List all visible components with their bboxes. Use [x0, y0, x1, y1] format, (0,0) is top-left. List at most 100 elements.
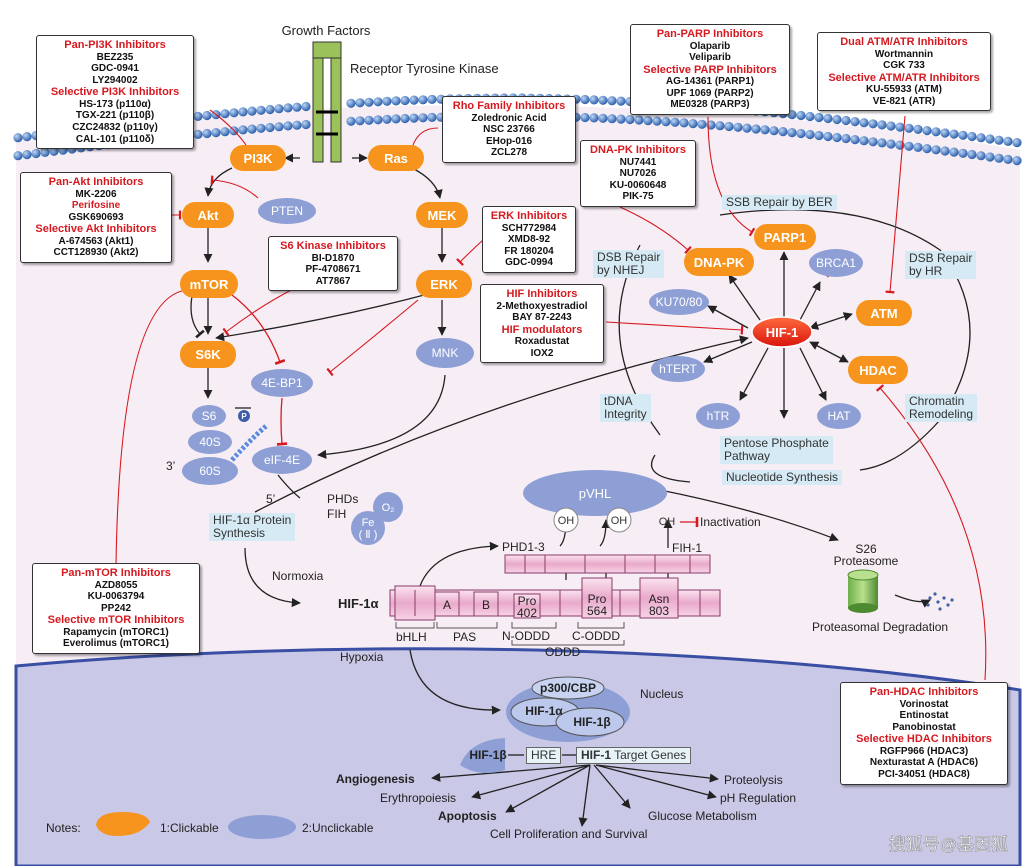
- inhibitor-box-parp[interactable]: Pan-PARP Inhibitors Olaparib Veliparib S…: [630, 24, 790, 115]
- erk-item[interactable]: XMD8-92: [507, 234, 551, 246]
- node-pi3k[interactable]: PI3K: [230, 145, 286, 171]
- node-mek[interactable]: MEK: [416, 202, 468, 228]
- mtor-title2[interactable]: Selective mTOR Inhibitors: [47, 614, 185, 627]
- parp-title[interactable]: Pan-PARP Inhibitors: [656, 28, 764, 40]
- rho-title[interactable]: Rho Family Inhibitors: [452, 100, 566, 112]
- atm-item[interactable]: Wortmannin: [874, 48, 934, 60]
- rho-item[interactable]: ZCL278: [490, 147, 528, 159]
- atm-item[interactable]: CGK 733: [883, 60, 925, 72]
- akt-item[interactable]: MK-2206: [75, 188, 117, 200]
- dnapk-item[interactable]: KU-0060648: [609, 179, 667, 191]
- atm-item[interactable]: KU-55933 (ATM): [866, 84, 942, 96]
- mtor-item[interactable]: PP242: [100, 602, 132, 614]
- node-parp1[interactable]: PARP1: [754, 224, 816, 250]
- hdac-item[interactable]: Nexturastat A (HDAC6): [869, 757, 979, 769]
- atm-title[interactable]: Dual ATM/ATR Inhibitors: [840, 36, 968, 48]
- pi3k-item[interactable]: BEZ235: [96, 51, 134, 63]
- dnapk-item[interactable]: NU7441: [619, 156, 657, 168]
- akt-item[interactable]: A-674563 (Akt1): [58, 235, 134, 247]
- hif-item[interactable]: IOX2: [530, 347, 554, 359]
- dnapk-item[interactable]: NU7026: [619, 168, 657, 180]
- node-akt[interactable]: Akt: [182, 202, 234, 228]
- parp-item[interactable]: Veliparib: [689, 52, 731, 64]
- akt-title2[interactable]: Selective Akt Inhibitors: [35, 223, 157, 236]
- mtor-item[interactable]: KU-0063794: [87, 591, 145, 603]
- akt-item-perifosine[interactable]: Perifosine: [71, 200, 121, 212]
- parp-item[interactable]: Olaparib: [689, 40, 731, 52]
- hif-title2[interactable]: HIF modulators: [501, 323, 583, 336]
- hdac-title[interactable]: Pan-HDAC Inhibitors: [869, 686, 979, 698]
- mtor-item[interactable]: Everolimus (mTORC1): [63, 638, 169, 650]
- node-dnapk[interactable]: DNA-PK: [684, 248, 754, 276]
- legend: [96, 812, 296, 839]
- parp-item[interactable]: UPF 1069 (PARP2): [666, 87, 754, 99]
- hdac-item[interactable]: Vorinostat: [899, 698, 949, 710]
- target-genes-rest: Target Genes: [611, 748, 687, 762]
- atm-item[interactable]: VE-821 (ATR): [872, 95, 936, 107]
- pi3k-item[interactable]: CZC24832 (p110γ): [72, 121, 158, 133]
- membrane-bead: [931, 145, 941, 155]
- hif-item[interactable]: 2-Methoxyestradiol: [496, 300, 588, 312]
- rho-item[interactable]: Zoledronic Acid: [471, 112, 547, 124]
- pi3k-title2[interactable]: Selective PI3K Inhibitors: [50, 86, 180, 99]
- inhibitor-box-pi3k[interactable]: Pan-PI3K Inhibitors BEZ235 GDC-0941 LY29…: [36, 35, 194, 150]
- inhibitor-box-mtor[interactable]: Pan-mTOR Inhibitors AZD8055 KU-0063794 P…: [32, 563, 200, 654]
- atm-title2[interactable]: Selective ATM/ATR Inhibitors: [828, 71, 980, 84]
- pi3k-item[interactable]: CAL-101 (p110δ): [75, 133, 155, 145]
- s6k-item[interactable]: PF-4708671: [305, 264, 361, 276]
- s6k-title[interactable]: S6 Kinase Inhibitors: [280, 240, 386, 252]
- parp-title2[interactable]: Selective PARP Inhibitors: [643, 63, 777, 76]
- pi3k-item[interactable]: HS-173 (p110α): [79, 98, 151, 110]
- akt-item[interactable]: GSK690693: [68, 211, 124, 223]
- node-atm[interactable]: ATM: [856, 300, 912, 326]
- mtor-title[interactable]: Pan-mTOR Inhibitors: [61, 567, 171, 579]
- membrane-bead: [697, 119, 707, 129]
- pi3k-title[interactable]: Pan-PI3K Inhibitors: [64, 39, 166, 51]
- membrane-bead: [931, 127, 941, 137]
- hif-item[interactable]: BAY 87-2243: [512, 312, 572, 324]
- hdac-item[interactable]: RGFP966 (HDAC3): [879, 745, 969, 757]
- mtor-item[interactable]: AZD8055: [94, 579, 138, 591]
- erk-title[interactable]: ERK Inhibitors: [490, 210, 568, 222]
- hif-title[interactable]: HIF Inhibitors: [506, 288, 578, 300]
- inhibitor-box-rho[interactable]: Rho Family Inhibitors Zoledronic Acid NS…: [442, 96, 576, 163]
- erk-item[interactable]: SCH772984: [501, 222, 557, 234]
- node-ras[interactable]: Ras: [368, 145, 424, 171]
- inhibitor-box-dnapk[interactable]: DNA-PK Inhibitors NU7441 NU7026 KU-00606…: [580, 140, 696, 207]
- hif-item[interactable]: Roxadustat: [514, 336, 570, 348]
- parp-item[interactable]: ME0328 (PARP3): [670, 99, 750, 111]
- dnapk-title[interactable]: DNA-PK Inhibitors: [590, 144, 686, 156]
- inhibitor-box-akt[interactable]: Pan-Akt Inhibitors MK-2206 Perifosine GS…: [20, 172, 172, 263]
- pi3k-item[interactable]: TGX-221 (p110β): [75, 110, 155, 122]
- dnapk-item[interactable]: PIK-75: [622, 191, 654, 203]
- mtor-item[interactable]: Rapamycin (mTORC1): [63, 626, 169, 638]
- node-erk[interactable]: ERK: [416, 270, 472, 298]
- inhibitor-box-hif[interactable]: HIF Inhibitors 2-Methoxyestradiol BAY 87…: [480, 284, 604, 364]
- erk-item[interactable]: GDC-0994: [505, 257, 553, 269]
- s6k-item[interactable]: BI-D1870: [311, 252, 355, 264]
- rho-item[interactable]: EHop-016: [485, 135, 533, 147]
- node-mtor[interactable]: mTOR: [180, 270, 238, 298]
- inhibitor-box-s6k[interactable]: S6 Kinase Inhibitors BI-D1870 PF-4708671…: [268, 236, 398, 292]
- hdac-title2[interactable]: Selective HDAC Inhibitors: [856, 733, 992, 746]
- inhibitor-box-atm[interactable]: Dual ATM/ATR Inhibitors Wortmannin CGK 7…: [817, 32, 991, 112]
- inhibitor-box-erk[interactable]: ERK Inhibitors SCH772984 XMD8-92 FR 1802…: [482, 206, 576, 273]
- pas-label: PAS: [453, 630, 476, 644]
- hdac-item[interactable]: Panobinostat: [892, 721, 956, 733]
- erk-item[interactable]: FR 180204: [504, 245, 554, 257]
- inhibitor-box-hdac[interactable]: Pan-HDAC Inhibitors Vorinostat Entinosta…: [840, 682, 1008, 785]
- node-s6k[interactable]: S6K: [180, 341, 236, 368]
- parp-item[interactable]: AG-14361 (PARP1): [665, 76, 755, 88]
- akt-title[interactable]: Pan-Akt Inhibitors: [48, 176, 144, 188]
- pi3k-item[interactable]: GDC-0941: [91, 63, 139, 75]
- pi3k-item[interactable]: LY294002: [92, 74, 138, 86]
- membrane-bead: [193, 111, 203, 121]
- node-hif1[interactable]: HIF-1: [751, 316, 813, 348]
- s6k-item[interactable]: AT7867: [315, 275, 351, 287]
- akt-item[interactable]: CCT128930 (Akt2): [53, 247, 139, 259]
- hdac-item[interactable]: PCI-34051 (HDAC8): [878, 768, 970, 780]
- membrane-bead: [220, 127, 230, 137]
- node-hdac[interactable]: HDAC: [848, 356, 908, 384]
- rho-item[interactable]: NSC 23766: [483, 124, 535, 136]
- hdac-item[interactable]: Entinostat: [899, 710, 949, 722]
